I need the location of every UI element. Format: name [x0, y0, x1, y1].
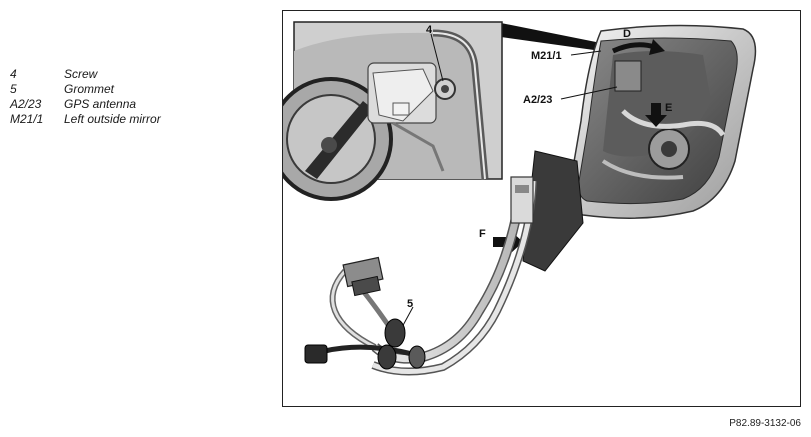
- wiring-harness: [304, 176, 537, 376]
- arrow-e: [645, 103, 667, 127]
- legend-row: M21/1 Left outside mirror: [10, 112, 161, 127]
- inset-pointer: [501, 23, 601, 51]
- callout-a2-23: A2/23: [523, 94, 552, 106]
- legend-row: A2/23 GPS antenna: [10, 97, 161, 112]
- mirror-diagram: 4: [282, 10, 801, 407]
- callout-m21-1: M21/1: [531, 50, 562, 62]
- legend-label: Screw: [64, 67, 98, 81]
- legend-key: M21/1: [10, 112, 44, 126]
- inset-detail: 4: [283, 21, 503, 201]
- callout-grommet: 5: [407, 298, 413, 310]
- callout-f: F: [479, 228, 486, 240]
- legend-key: 4: [10, 67, 17, 81]
- legend-label: Left outside mirror: [64, 112, 161, 126]
- legend-key: A2/23: [10, 97, 42, 111]
- legend-row: 4 Screw: [10, 67, 161, 82]
- legend: 4 Screw 5 Grommet A2/23 GPS antenna M21/…: [10, 67, 161, 127]
- mirror-illustration: 4: [283, 21, 757, 376]
- legend-label: GPS antenna: [64, 97, 137, 111]
- callout-d: D: [623, 28, 631, 40]
- arrow-d-head: [649, 39, 665, 55]
- legend-label: Grommet: [64, 82, 115, 96]
- mirror-housing: [522, 24, 757, 272]
- legend-key: 5: [10, 82, 17, 96]
- callout-e: E: [665, 102, 672, 114]
- figure-reference-code: P82.89-3132-06: [729, 418, 801, 429]
- legend-row: 5 Grommet: [10, 82, 161, 97]
- callout-screw: 4: [426, 24, 433, 36]
